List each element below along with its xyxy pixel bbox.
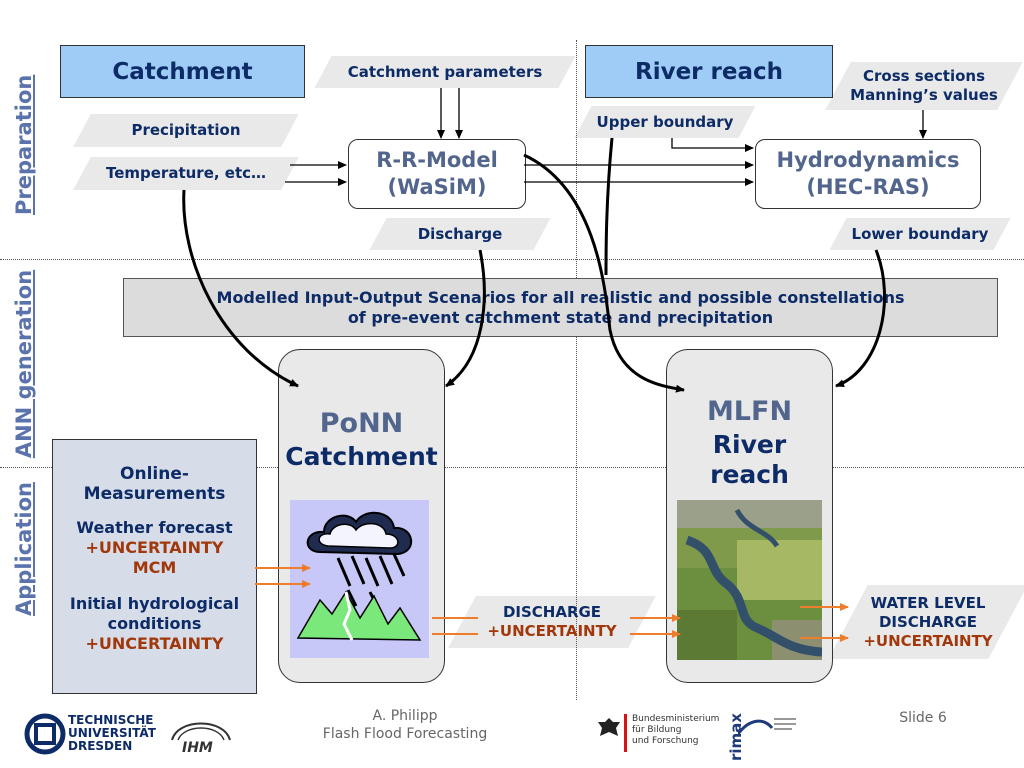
mcm-label: MCM — [132, 558, 177, 577]
catchment-parameters-label: Catchment parameters — [323, 56, 567, 88]
precipitation-label: Precipitation — [82, 114, 290, 147]
initial-conditions-line2: conditions — [107, 614, 202, 633]
ihm-logo: IHM — [168, 712, 234, 758]
separator-preparation-ann — [0, 259, 1024, 260]
initial-uncertainty: +UNCERTAINTY — [85, 634, 224, 653]
initial-conditions-line1: Initial hydrological — [69, 594, 240, 613]
bmbf-line1: Bundesministerium — [632, 714, 720, 724]
footer-talk-title: Flash Flood Forecasting — [322, 726, 488, 742]
bmbf-line2: für Bildung — [632, 725, 682, 735]
curve-rr-to-mlfn — [523, 153, 685, 393]
ihm-text: IHM — [182, 740, 213, 756]
discharge-label: Discharge — [378, 218, 542, 250]
discharge-output-uncertainty: +UNCERTAINTY — [487, 622, 617, 640]
rr-model-name: R-R-Model — [376, 148, 498, 172]
federal-eagle-icon — [598, 718, 620, 736]
tu-line1: TECHNISCHE — [68, 713, 154, 727]
tu-line2: UNIVERSITÄT — [68, 726, 156, 740]
mlfn-box: MLFN River reach — [666, 349, 833, 683]
arrow-upper-boundary — [671, 138, 754, 152]
rimax-logo: rimax — [726, 712, 798, 762]
storm-clipart — [290, 500, 429, 658]
tu-line3: DRESDEN — [68, 739, 133, 753]
weather-forecast-label: Weather forecast — [76, 518, 233, 537]
storm-icon — [296, 512, 422, 641]
river-aerial-photo — [677, 500, 822, 660]
cross-sections-line1: Cross sections — [862, 67, 985, 85]
cross-sections-label: Cross sections Manning’s values — [838, 62, 1010, 110]
mlfn-title: MLFN — [706, 396, 793, 427]
lower-boundary-label: Lower boundary — [838, 218, 1002, 250]
ponn-subtitle: Catchment — [285, 442, 438, 471]
final-discharge-label: DISCHARGE — [878, 612, 978, 631]
slide-number: Slide 6 — [899, 710, 947, 726]
online-title-1: Online- — [120, 464, 189, 484]
catchment-header: Catchment — [60, 45, 305, 98]
hydrodynamics-code: (HEC-RAS) — [806, 175, 930, 199]
tu-dresden-logo: TECHNISCHE UNIVERSITÄT DRESDEN — [24, 712, 164, 756]
hydrodynamics-name: Hydrodynamics — [776, 148, 960, 172]
curve-upper-to-mlfn — [604, 137, 614, 276]
scenarios-line2: of pre-event catchment state and precipi… — [347, 307, 774, 327]
final-uncertainty: +UNCERTAINTY — [863, 631, 993, 650]
online-title-2: Measurements — [83, 484, 226, 504]
scenarios-line1: Modelled Input-Output Scenarios for all … — [216, 287, 905, 307]
river-reach-header: River reach — [585, 45, 833, 98]
bmbf-line3: und Forschung — [632, 736, 699, 746]
section-label-application: Application — [12, 482, 36, 616]
mlfn-subtitle-reach: reach — [710, 460, 789, 489]
rr-model-code: (WaSiM) — [387, 175, 487, 199]
cross-sections-line2: Manning’s values — [850, 86, 998, 104]
mlfn-subtitle-river: River — [712, 430, 787, 459]
footer-author: A. Philipp — [372, 708, 438, 724]
section-label-ann-generation: ANN generation — [12, 269, 36, 459]
discharge-output-label: DISCHARGE — [502, 603, 602, 621]
ponn-title: PoNN — [319, 408, 404, 439]
scenarios-box: Modelled Input-Output Scenarios for all … — [123, 278, 998, 337]
ponn-box: PoNN Catchment — [278, 349, 445, 683]
discharge-output: DISCHARGE +UNCERTAINTY — [462, 596, 642, 648]
bmbf-logo: Bundesministerium für Bildung und Forsch… — [596, 712, 719, 752]
upper-boundary-label: Upper boundary — [583, 106, 747, 138]
online-measurements-box: Online- Measurements Weather forecast +U… — [52, 439, 257, 694]
rimax-graphic-icon — [738, 718, 796, 735]
bmbf-stripe — [624, 714, 627, 752]
section-label-preparation: Preparation — [12, 74, 36, 215]
weather-uncertainty: +UNCERTAINTY — [85, 538, 224, 557]
final-output: WATER LEVEL DISCHARGE +UNCERTAINTY — [848, 585, 1008, 659]
rr-model-box: R-R-Model (WaSiM) — [348, 139, 526, 209]
separator-ann-application — [0, 467, 1024, 468]
river-photo-icon — [677, 500, 822, 660]
hydrodynamics-box: Hydrodynamics (HEC-RAS) — [755, 139, 981, 209]
temperature-label: Temperature, etc… — [82, 157, 290, 190]
tu-dresden-emblem-icon — [24, 713, 66, 755]
ihm-arch-icon — [171, 722, 231, 741]
water-level-label: WATER LEVEL — [870, 593, 986, 612]
